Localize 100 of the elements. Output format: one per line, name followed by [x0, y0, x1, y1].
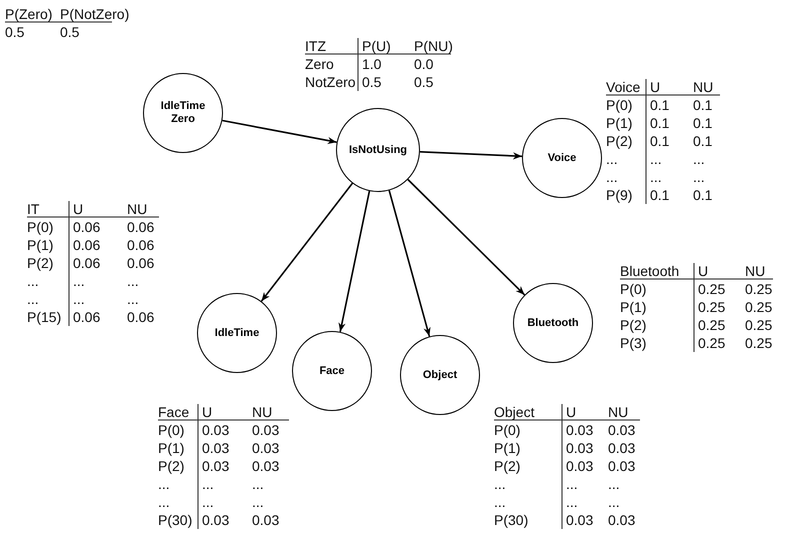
- table-header: NU: [127, 200, 148, 218]
- table-cell: P(30): [494, 511, 528, 529]
- table-cell: ...: [606, 150, 618, 168]
- table-cell: 0.06: [127, 218, 154, 236]
- table-cell: P(1): [27, 236, 54, 254]
- table-cell: 0.03: [566, 457, 594, 475]
- table-cell: ...: [566, 475, 578, 493]
- table-cell: 0.1: [693, 132, 712, 150]
- table-header: Voice: [606, 78, 640, 96]
- table-header: P(U): [362, 37, 391, 55]
- table-cell: ...: [127, 290, 139, 308]
- node-circle: Face: [292, 331, 372, 411]
- table-cell: 0.03: [252, 457, 280, 475]
- table-cell: ...: [693, 150, 705, 168]
- table-cell: 0.03: [566, 511, 594, 529]
- table-header: P(NotZero): [60, 5, 130, 23]
- table-header: IT: [27, 200, 40, 218]
- table-cell: 0.5: [5, 23, 24, 41]
- table-cell: ...: [252, 475, 264, 493]
- node-circle: Bluetooth: [513, 283, 593, 363]
- table-cell: 0.03: [202, 421, 230, 439]
- table-cell: ...: [608, 493, 620, 511]
- table-cell: 0.06: [127, 308, 154, 326]
- table-cell: 0.25: [745, 334, 772, 352]
- table-header: U: [73, 200, 84, 218]
- table-cell: 0.06: [73, 236, 100, 254]
- table-cell: 0.25: [745, 298, 772, 316]
- table-cell: P(0): [606, 96, 632, 114]
- table-cell: P(2): [620, 316, 646, 334]
- table-cell: P(0): [494, 421, 520, 439]
- table-cell: P(2): [606, 132, 632, 150]
- table-cell: P(1): [606, 114, 632, 132]
- table-cell: P(1): [494, 439, 520, 457]
- table-cell: 0.0: [414, 55, 434, 73]
- table-cell: P(1): [620, 298, 646, 316]
- node-circle: IdleTime Zero: [143, 73, 223, 153]
- table-cell: 0.1: [650, 186, 670, 204]
- table-header: U: [202, 403, 212, 421]
- table-cell: 0.1: [693, 186, 712, 204]
- table-cell: ...: [693, 168, 705, 186]
- table-cell: 0.1: [693, 96, 712, 114]
- table-cell: 0.03: [202, 439, 230, 457]
- table-cell: 0.03: [252, 439, 280, 457]
- table-cell: ...: [202, 475, 214, 493]
- table-cell: 0.03: [608, 457, 636, 475]
- table-cell: P(9): [606, 186, 632, 204]
- table-cell: 0.1: [650, 114, 670, 132]
- table-cell: P(30): [158, 511, 192, 529]
- arrow: [388, 190, 430, 337]
- table-cell: 0.03: [566, 421, 594, 439]
- table-cell: ...: [608, 475, 620, 493]
- arrow: [338, 190, 370, 332]
- table-cell: 0.25: [698, 316, 726, 334]
- table-header: P(Zero): [5, 5, 52, 23]
- node-circle: IsNotUsing: [336, 108, 420, 192]
- table-cell: 0.1: [650, 132, 670, 150]
- table-cell: 0.25: [698, 334, 726, 352]
- table-cell: 0.03: [608, 421, 636, 439]
- table-cell: 0.5: [362, 73, 382, 91]
- table-header: NU: [745, 262, 766, 280]
- table-cell: 0.1: [650, 96, 670, 114]
- table-cell: 0.25: [745, 316, 772, 334]
- table-header: NU: [252, 403, 272, 421]
- table-cell: 0.03: [566, 439, 594, 457]
- arrow: [407, 178, 526, 296]
- table-cell: ...: [127, 272, 139, 290]
- table-header: NU: [693, 78, 714, 96]
- table-cell: 0.25: [698, 298, 726, 316]
- table-cell: 0.03: [608, 511, 636, 529]
- arrow: [222, 120, 337, 144]
- table-header: ITZ: [305, 37, 326, 55]
- table-cell: 0.25: [698, 280, 726, 298]
- table-cell: 0.06: [73, 218, 100, 236]
- table-cell: Zero: [305, 55, 334, 73]
- table-cell: P(1): [158, 439, 184, 457]
- table-cell: P(3): [620, 334, 646, 352]
- arrow: [260, 182, 354, 302]
- table-cell: 0.25: [745, 280, 772, 298]
- table-cell: 0.1: [693, 114, 712, 132]
- node-circle: Object: [400, 335, 480, 415]
- table-cell: P(0): [27, 218, 54, 236]
- table-cell: NotZero: [305, 73, 356, 91]
- table-cell: 0.03: [202, 511, 230, 529]
- table-cell: P(2): [494, 457, 520, 475]
- table-cell: ...: [494, 493, 506, 511]
- table-cell: P(15): [27, 308, 62, 326]
- table-cell: 0.03: [252, 511, 280, 529]
- table-header: P(NU): [414, 37, 453, 55]
- table-cell: 0.5: [60, 23, 80, 41]
- table-cell: P(0): [620, 280, 646, 298]
- table-cell: P(0): [158, 421, 184, 439]
- table-header: U: [566, 403, 576, 421]
- table-cell: ...: [606, 168, 618, 186]
- table-cell: 0.06: [127, 254, 154, 272]
- table-header: Face: [158, 403, 190, 421]
- node-circle: IdleTime: [197, 293, 277, 373]
- table-cell: P(2): [158, 457, 184, 475]
- table-cell: P(2): [27, 254, 54, 272]
- table-cell: ...: [494, 475, 506, 493]
- node-circle: Voice: [522, 118, 602, 198]
